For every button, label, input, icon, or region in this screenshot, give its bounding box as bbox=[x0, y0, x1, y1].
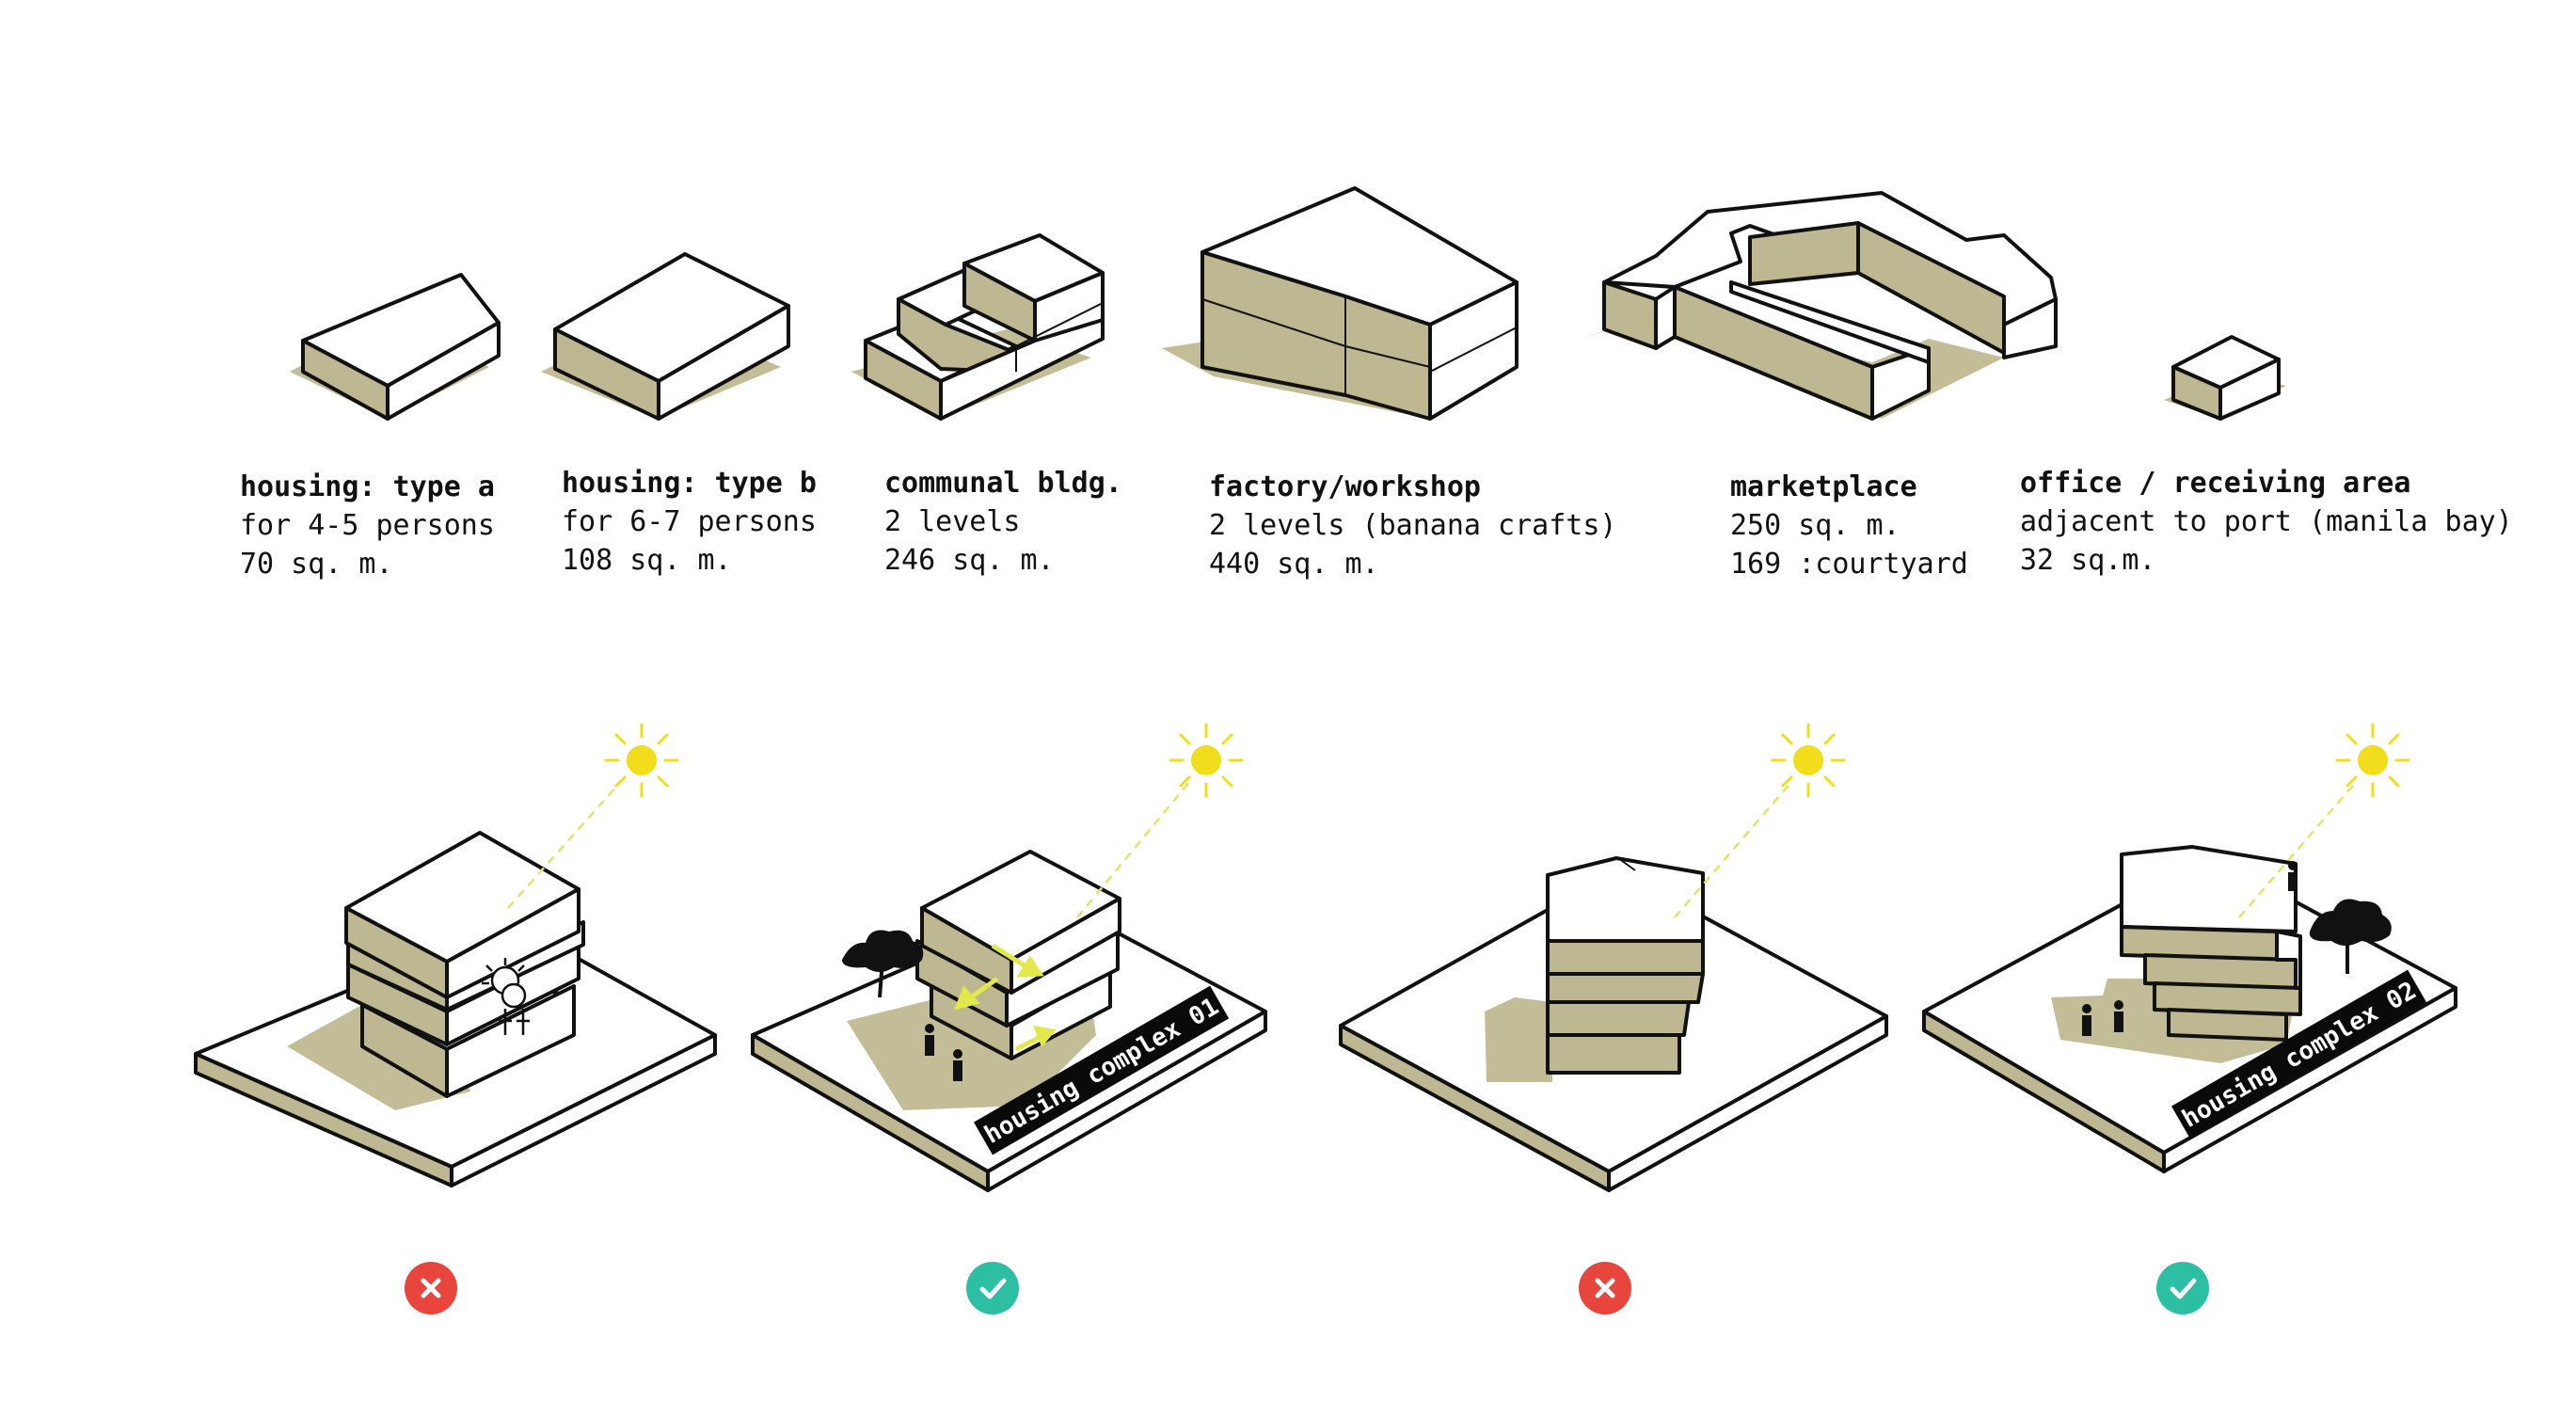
label-line: 2 levels (banana crafts) bbox=[1209, 509, 1617, 542]
massing-housing-type-b bbox=[541, 252, 790, 421]
label-office: office / receiving area adjacent to port… bbox=[2020, 464, 2513, 580]
sun-icon bbox=[507, 723, 679, 909]
rejected-mark bbox=[1579, 1262, 1631, 1314]
rejected-mark bbox=[405, 1262, 457, 1314]
approved-mark bbox=[2156, 1262, 2209, 1314]
cross-icon bbox=[1595, 1278, 1615, 1299]
massing-communal-building bbox=[851, 233, 1105, 421]
overheated-person-icon bbox=[482, 958, 530, 1035]
label-line: 32 sq.m. bbox=[2020, 544, 2156, 577]
label-housing-type-b: housing: type b for 6-7 persons 108 sq. … bbox=[562, 464, 817, 580]
label-line: 246 sq. m. bbox=[884, 544, 1055, 577]
label-title: marketplace bbox=[1730, 470, 1917, 503]
person-icon bbox=[2082, 861, 2298, 1036]
label-line: 440 sq. m. bbox=[1209, 548, 1379, 581]
massing-factory-workshop bbox=[1162, 186, 1519, 421]
label-housing-type-a: housing: type a for 4-5 persons 70 sq. m… bbox=[240, 468, 495, 583]
label-communal-building: communal bldg. 2 levels 246 sq. m. bbox=[884, 464, 1122, 580]
cross-icon bbox=[421, 1278, 441, 1299]
label-title: office / receiving area bbox=[2020, 467, 2411, 500]
label-title: housing: type b bbox=[562, 467, 817, 500]
label-title: communal bldg. bbox=[884, 467, 1122, 500]
label-line: 108 sq. m. bbox=[562, 544, 732, 577]
massing-marketplace bbox=[1581, 191, 2058, 421]
person-icon bbox=[925, 1024, 962, 1081]
study-3-stack bbox=[1546, 856, 1705, 1075]
label-title: housing: type a bbox=[240, 470, 495, 503]
check-icon bbox=[979, 1278, 1007, 1299]
label-line: adjacent to port (manila bay) bbox=[2020, 505, 2513, 538]
label-marketplace: marketplace 250 sq. m. 169 :courtyard bbox=[1730, 468, 1968, 583]
label-line: for 6-7 persons bbox=[562, 505, 817, 538]
label-factory-workshop: factory/workshop 2 levels (banana crafts… bbox=[1209, 468, 1616, 583]
study-2-stack bbox=[915, 850, 1121, 1060]
label-line: 70 sq. m. bbox=[240, 548, 393, 581]
label-line: 250 sq. m. bbox=[1730, 509, 1900, 542]
approved-mark bbox=[966, 1262, 1019, 1314]
wind-arrow-icons bbox=[953, 943, 1057, 1052]
label-title: factory/workshop bbox=[1209, 470, 1481, 503]
tree-icon bbox=[2309, 899, 2392, 974]
sun-icon bbox=[2238, 723, 2410, 918]
sun-icon bbox=[1076, 723, 1244, 918]
label-line: 169 :courtyard bbox=[1730, 548, 1968, 581]
label-line: 2 levels bbox=[884, 505, 1021, 538]
label-line: for 4-5 persons bbox=[240, 509, 495, 542]
tree-icon bbox=[842, 930, 924, 998]
study-3-shadow bbox=[1485, 997, 1552, 1082]
sun-icon bbox=[1674, 723, 1846, 918]
study-4-stack bbox=[2120, 845, 2302, 1042]
massing-office bbox=[2164, 335, 2286, 421]
check-icon bbox=[2170, 1278, 2197, 1299]
massing-housing-type-a bbox=[290, 273, 501, 421]
